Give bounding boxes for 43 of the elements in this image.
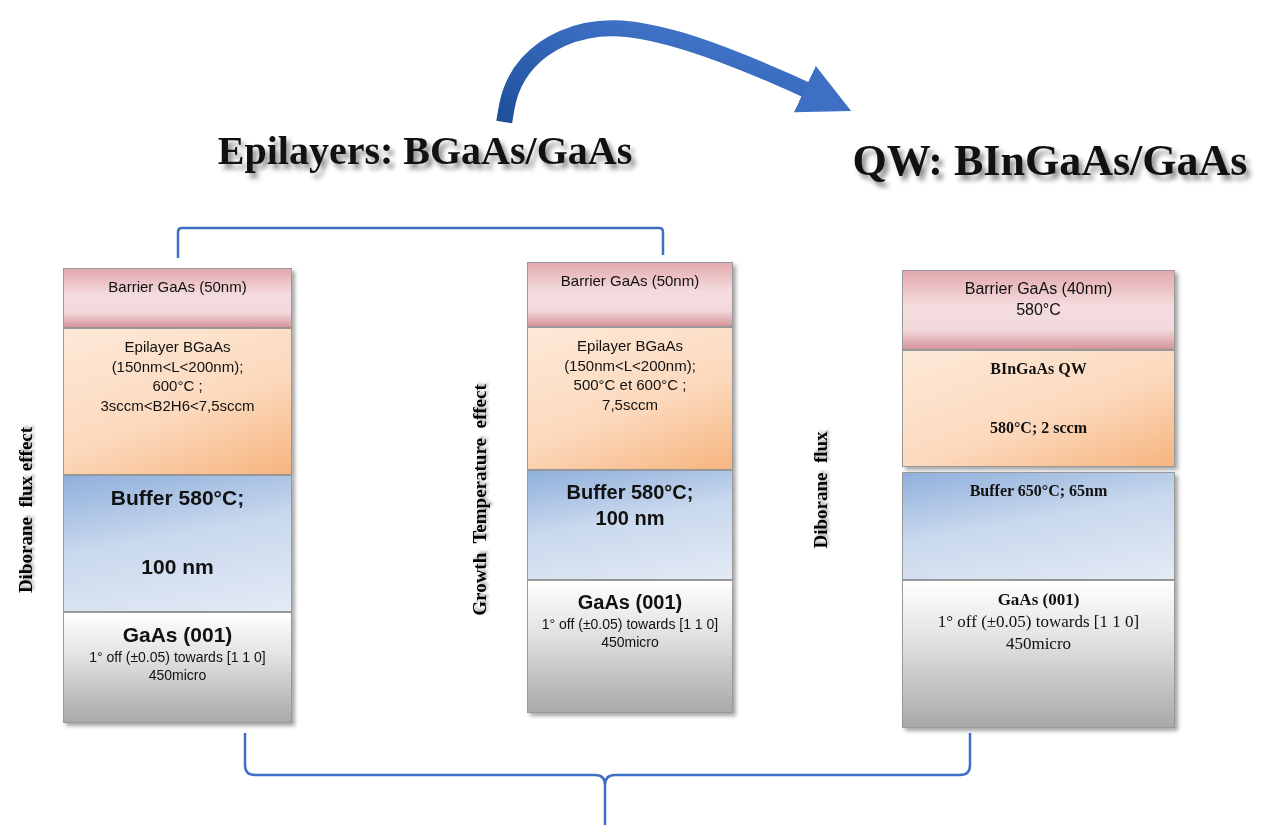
heading-text: QW: BInGaAs/GaAs bbox=[830, 130, 1270, 190]
rotated-label: Diborane flux bbox=[810, 430, 832, 551]
rotated-label: Diborane flux effect bbox=[15, 425, 37, 596]
buffer-layer bbox=[902, 472, 1175, 580]
layer-detail: 1° off (±0.05) towards [1 1 0] 450micro bbox=[88, 648, 267, 685]
layer-detail: 100 nm bbox=[141, 554, 214, 581]
quantum-well-layer bbox=[902, 350, 1175, 467]
layer-title: Buffer 650°C; 65nm bbox=[969, 481, 1108, 501]
layer-title: Barrier GaAs (40nm) bbox=[964, 279, 1113, 299]
rotated-label: Growth Temperature effect bbox=[469, 383, 491, 618]
layer-detail: 580°C bbox=[1016, 299, 1061, 320]
layer-title: GaAs (001) bbox=[122, 622, 233, 648]
layer-detail: 3sccm<B2H6<7,5sccm bbox=[100, 395, 255, 415]
barrier-layer bbox=[527, 262, 733, 327]
layer-title: BInGaAs QW bbox=[990, 359, 1087, 379]
layer-detail: 500°C et 600°C ; bbox=[573, 375, 687, 395]
layer-title: Epilayer BGaAs bbox=[124, 337, 231, 357]
layer-title: Epilayer BGaAs bbox=[577, 336, 683, 356]
layer-title: Barrier GaAs (50nm) bbox=[560, 271, 700, 291]
layer-detail: 1° off (±0.05) towards [1 1 0] 450micro bbox=[540, 615, 720, 652]
layer-title: GaAs (001) bbox=[577, 590, 683, 615]
epilayer-layer bbox=[63, 328, 292, 475]
layer-title: Barrier GaAs (50nm) bbox=[108, 277, 247, 297]
barrier-layer bbox=[63, 268, 292, 328]
buffer-layer bbox=[63, 475, 292, 612]
buffer-layer bbox=[527, 470, 733, 580]
layer-detail: 600°C ; bbox=[152, 376, 203, 396]
layer-detail: (150nm<L<200nm); bbox=[111, 356, 244, 376]
layer-detail: 100 nm bbox=[595, 506, 665, 531]
layer-title: Buffer 580°C; bbox=[110, 485, 245, 511]
layer-detail: 580°C; 2 sccm bbox=[989, 417, 1087, 438]
layer-detail: 7,5sccm bbox=[602, 394, 658, 414]
substrate-layer bbox=[902, 580, 1175, 728]
substrate-layer bbox=[527, 580, 733, 713]
curved-arrow bbox=[496, 20, 852, 124]
heading-text: Epilayers: BGaAs/GaAs bbox=[205, 122, 645, 178]
layer-detail: 1° off (±0.05) towards [1 1 0] 450micro bbox=[936, 611, 1141, 656]
layer-detail: (150nm<L<200nm); bbox=[564, 355, 696, 375]
barrier-layer bbox=[902, 270, 1175, 350]
layer-title: Buffer 580°C; bbox=[566, 480, 694, 505]
substrate-layer bbox=[63, 612, 292, 723]
epilayer-layer bbox=[527, 327, 733, 470]
layer-title: GaAs (001) bbox=[997, 589, 1080, 611]
